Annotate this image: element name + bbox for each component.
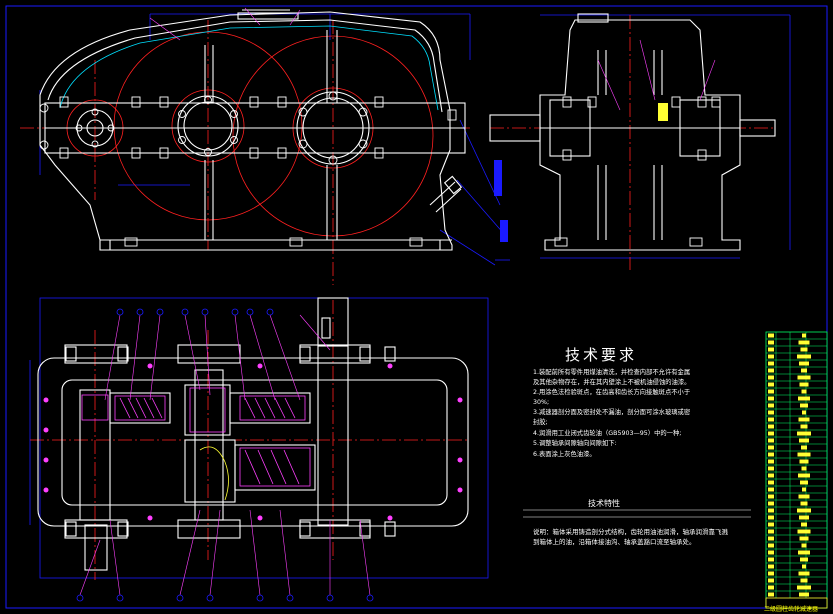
- bom-cell-text: [800, 557, 808, 562]
- bom-cell-text: [801, 445, 807, 450]
- bom-cell-text: [797, 431, 811, 436]
- bom-cell-text: [768, 361, 774, 366]
- bom-cell-text: [799, 459, 809, 464]
- bom-cell-text: [768, 543, 774, 548]
- bom-cell-text: [797, 529, 811, 534]
- bom-cell-text: [802, 410, 806, 415]
- bom-cell-text: [768, 585, 774, 590]
- requirement-item: 3.减速器剖分面及密封处不漏油，剖分面可涂水玻璃或密封胶;: [533, 409, 691, 426]
- bom-cell-text: [768, 480, 774, 485]
- bom-cell-text: [797, 452, 811, 457]
- bom-cell-text: [768, 340, 774, 345]
- bom-cell-text: [768, 445, 774, 450]
- bom-cell-text: [768, 466, 774, 471]
- bom-cell-text: [768, 424, 774, 429]
- bom-cell-text: [768, 592, 774, 597]
- bom-cell-text: [801, 466, 807, 471]
- bom-cell-text: [768, 515, 774, 520]
- bom-cell-text: [802, 487, 806, 492]
- bom-cell-text: [768, 571, 774, 576]
- bom-cell-text: [798, 494, 810, 499]
- bom-cell-text: [768, 536, 774, 541]
- bom-cell-text: [768, 389, 774, 394]
- bom-cell-text: [768, 508, 774, 513]
- design-remark: 说明：箱体采用铸造剖分式结构，齿轮用油池润滑，轴承润滑靠飞溅到箱体上的油，沿箱体…: [533, 528, 728, 546]
- requirement-item: 4.润滑用工业闭式齿轮油（GB5903—95）中的一种;: [533, 429, 682, 437]
- bom-cell-text: [768, 494, 774, 499]
- bom-cell-text: [799, 382, 809, 387]
- bom-cell-text: [768, 487, 774, 492]
- bom-cell-text: [768, 564, 774, 569]
- bom-cell-text: [798, 473, 810, 478]
- bom-cell-text: [797, 585, 811, 590]
- bom-cell-text: [797, 354, 811, 359]
- bom-cell-text: [768, 557, 774, 562]
- plan-view: [29, 297, 489, 602]
- bom-cell-text: [768, 438, 774, 443]
- bom-cell-text: [801, 389, 807, 394]
- bom-cell-text: [768, 473, 774, 478]
- bom-cell-text: [768, 347, 774, 352]
- bom-cell-text: [768, 417, 774, 422]
- bom-cell-text: [800, 347, 808, 352]
- bom-cell-text: [768, 431, 774, 436]
- bom-cell-text: [768, 522, 774, 527]
- bom-cell-text: [768, 333, 774, 338]
- bom-cell-text: [799, 536, 809, 541]
- bom-cell-text: [800, 480, 808, 485]
- bom-cell-text: [797, 508, 811, 513]
- bom-cell-text: [799, 515, 809, 520]
- bom-cell-text: [800, 424, 808, 429]
- bom-cell-text: [768, 578, 774, 583]
- requirement-item: 2.用涂色法检验斑点，在齿高和齿长方向接触斑点不小于30%;: [533, 389, 691, 406]
- bom-cell-text: [768, 403, 774, 408]
- front-view: [20, 7, 510, 285]
- bom-cell-text: [768, 368, 774, 373]
- bom-cell-text: [801, 368, 807, 373]
- side-view: [489, 13, 791, 270]
- bom-cell-text: [800, 578, 808, 583]
- bom-cell-text: [768, 529, 774, 534]
- bom-cell-text: [801, 522, 807, 527]
- technical-features-title: 技术特性: [588, 499, 620, 508]
- sheet-border: [5, 5, 828, 609]
- bom-cell-text: [768, 459, 774, 464]
- bom-cell-text: [768, 550, 774, 555]
- bom-cell-text: [798, 417, 810, 422]
- bom-cell-text: [768, 354, 774, 359]
- bom-cell-text: [802, 333, 806, 338]
- requirement-item: 1.装配前所有零件用煤油清洗，并检查内部不允许有金属及其他杂物存在，并在其内壁涂…: [533, 369, 691, 386]
- requirement-item: 5.调整轴承间隙轴向间隙如下:: [533, 440, 617, 448]
- bom-cell-text: [798, 340, 810, 345]
- bom-cell-text: [800, 403, 808, 408]
- bom-cell-text: [801, 543, 807, 548]
- technical-requirements-list: 1.装配前所有零件用煤油清洗，并检查内部不允许有金属及其他杂物存在，并在其内壁涂…: [533, 368, 693, 460]
- bom-cell-text: [768, 501, 774, 506]
- bom-cell-text: [799, 361, 809, 366]
- bom-cell-text: [799, 592, 809, 597]
- bom-cell-text: [800, 501, 808, 506]
- bom-cell-text: [802, 564, 806, 569]
- requirement-item: 6.表面涂上灰色油漆。: [533, 450, 596, 458]
- technical-requirements-title: 技术要求: [565, 346, 638, 364]
- bom-cell-text: [768, 410, 774, 415]
- title-block-label: 二级圆柱齿轮减速器: [764, 606, 819, 613]
- bom-cell-text: [768, 375, 774, 380]
- bom-cell-text: [798, 571, 810, 576]
- bom-cell-text: [768, 382, 774, 387]
- bom-cell-text: [768, 396, 774, 401]
- bom-cell-text: [768, 452, 774, 457]
- bom-cell-text: [797, 375, 811, 380]
- bom-cell-text: [798, 396, 810, 401]
- features-table-frame: [523, 509, 751, 518]
- bom-cell-text: [798, 550, 810, 555]
- title-block: [765, 331, 828, 609]
- bom-cell-text: [799, 438, 809, 443]
